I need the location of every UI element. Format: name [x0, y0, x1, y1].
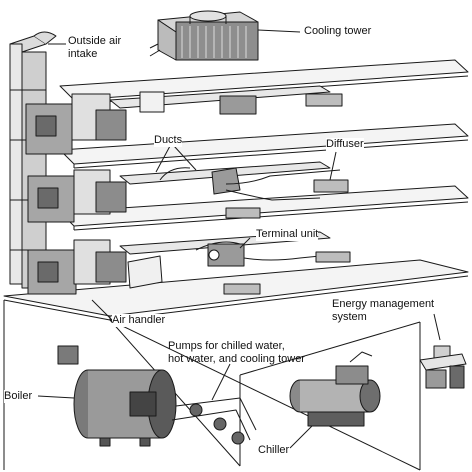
boiler-label: Boiler: [4, 390, 33, 403]
diffuser-label: Diffuser: [326, 138, 364, 151]
basement-control-box: [57, 345, 79, 365]
pumps-group: [171, 397, 257, 445]
chiller-label: Chiller: [258, 444, 290, 457]
pumps-label-line2: hot water, and cooling tower: [168, 353, 305, 365]
supply-duct-floor-2: [119, 161, 349, 219]
energy-management-label-line1: Energy management: [332, 298, 435, 310]
cooling-tower-unit: [149, 10, 259, 61]
chiller-unit: [289, 351, 381, 427]
boiler-unit: [73, 369, 177, 447]
outside-air-intake-label-line1: Outside air: [68, 35, 122, 47]
air-handler-floor-2: [27, 169, 127, 223]
energy-management-workstation: [419, 345, 467, 389]
energy-management-label: Energy management system: [332, 298, 434, 324]
leader-lines: [37, 29, 441, 449]
pumps-label-line1: Pumps for chilled water,: [168, 340, 285, 352]
supply-duct-floor-1: [109, 85, 343, 115]
pumps-label: Pumps for chilled water, hot water, and …: [168, 340, 305, 366]
ducts-label: Ducts: [154, 134, 183, 147]
air-handler-label: Air handler: [112, 314, 166, 327]
cooling-tower-label: Cooling tower: [304, 25, 372, 38]
outside-air-intake-label-line2: intake: [68, 48, 98, 60]
terminal-unit-label: Terminal unit: [256, 228, 319, 241]
air-handler-floor-3: [27, 239, 127, 295]
outside-air-intake-label: Outside air intake: [68, 35, 121, 61]
air-handler-floor-1: [25, 93, 127, 155]
energy-management-label-line2: system: [332, 311, 367, 323]
basement-walls: [3, 299, 421, 471]
floor-slab-middle: [59, 123, 469, 169]
outside-air-riser: [9, 31, 57, 289]
